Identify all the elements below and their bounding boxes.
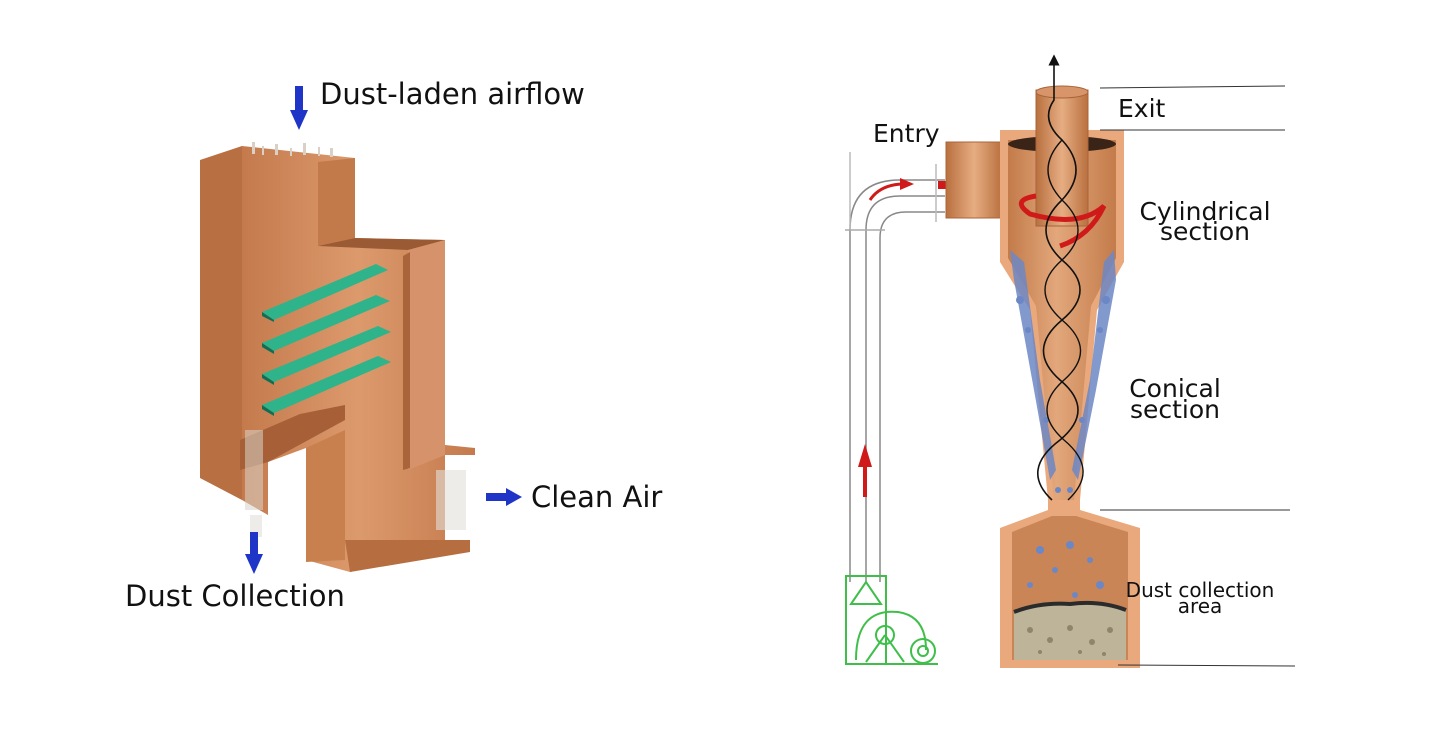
- collection-area-label-line2: area: [1178, 594, 1223, 618]
- conical-label-line2: section: [1130, 395, 1220, 424]
- settled-dust: [1013, 600, 1127, 660]
- fan-icon: [845, 575, 938, 665]
- leader-lines: [1099, 85, 1296, 667]
- cylindrical-label-line2: section: [1160, 217, 1250, 246]
- dust-spray: [252, 142, 333, 157]
- vortex-flow-icon: [1018, 193, 1107, 249]
- cylindrical-label-line1: Cylindrical: [1139, 197, 1270, 226]
- exit-tube: [1035, 89, 1089, 227]
- exit-label: Exit: [1118, 94, 1166, 123]
- helix-flow-icon: [1037, 54, 1081, 501]
- baffle-plate: [262, 264, 388, 322]
- collection-label: Dust Collection: [125, 579, 345, 613]
- cyclone-separator-diagram: Entry Exit Cylindrical section Conical s…: [845, 54, 1296, 668]
- outlet-label: Clean Air: [531, 480, 662, 514]
- inlet-label: Dust-laden airflow: [320, 77, 585, 111]
- entry-label: Entry: [873, 119, 940, 148]
- baffle-plate: [262, 295, 390, 354]
- baffle-plate: [262, 326, 391, 385]
- baffle-plates: [262, 264, 391, 416]
- upflow-arrow-icon: [858, 444, 872, 497]
- separator-housing: [200, 142, 475, 572]
- vortex-particles: [1010, 250, 1116, 598]
- baffle-plate: [262, 356, 391, 416]
- collection-area-label-line1: Dust collection: [1126, 578, 1275, 602]
- clean-air-arrow-icon: [486, 488, 522, 506]
- inlet-arrow-icon: [290, 86, 308, 130]
- inlet-pipe: [945, 141, 1003, 219]
- dust-collection-arrow-icon: [245, 532, 263, 574]
- conical-label-line1: Conical: [1129, 374, 1221, 403]
- inlet-duct: [845, 152, 945, 582]
- baffle-separator-diagram: Dust-laden airflow: [125, 77, 662, 613]
